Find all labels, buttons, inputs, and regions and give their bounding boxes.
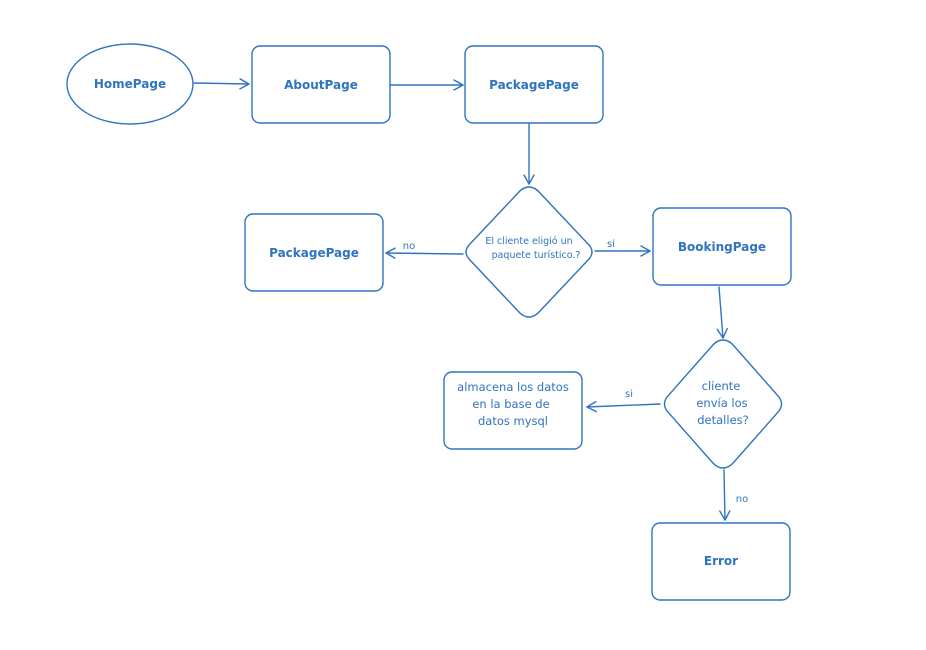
edge-details-si (586, 400, 661, 413)
node-decision-package[interactable]: El cliente eligió un paquete turístico.? (465, 186, 593, 318)
node-store-data[interactable]: almacena los datos en la base de datos m… (443, 371, 583, 450)
edge-details-no (719, 469, 731, 521)
node-bookingpage[interactable]: BookingPage (652, 207, 792, 286)
node-packagepage-left-label: PackagePage (269, 246, 359, 260)
decision-details-line-1: cliente (702, 379, 741, 393)
node-error[interactable]: Error (651, 522, 791, 601)
process-box (251, 45, 391, 124)
edge-label-si-details: si (625, 389, 633, 400)
store-data-line-1: almacena los datos (457, 380, 569, 394)
decision-details-line-2: envía los (696, 396, 747, 410)
node-bookingpage-label: BookingPage (678, 240, 766, 254)
node-decision-details[interactable]: cliente envía los detalles? (663, 339, 783, 469)
edge-label-no-details: no (736, 494, 748, 505)
node-homepage-label: HomePage (94, 77, 166, 91)
decision-package-line-2: paquete turístico.? (492, 250, 581, 261)
node-error-label: Error (704, 554, 738, 568)
edge-booking-to-details (716, 286, 728, 339)
decision-diamond (465, 186, 593, 318)
node-packagepage-top[interactable]: PackagePage (464, 45, 604, 124)
decision-details-line-3: detalles? (697, 413, 749, 427)
process-box (652, 207, 792, 286)
process-box (443, 371, 583, 450)
process-box (651, 522, 791, 601)
edge-decision-no (385, 247, 464, 259)
node-aboutpage-label: AboutPage (284, 78, 358, 92)
process-box (464, 45, 604, 124)
decision-diamond (663, 339, 783, 469)
decision-package-line-1: El cliente eligió un (485, 236, 572, 247)
node-aboutpage[interactable]: AboutPage (251, 45, 391, 124)
edge-home-to-about (193, 78, 250, 90)
terminal-ellipse (66, 43, 194, 125)
process-box (244, 213, 384, 292)
node-packagepage-left[interactable]: PackagePage (244, 213, 384, 292)
store-data-line-3: datos mysql (478, 414, 548, 428)
node-homepage[interactable]: HomePage (66, 43, 194, 125)
edge-label-no: no (403, 241, 415, 252)
node-packagepage-top-label: PackagePage (489, 78, 579, 92)
edge-label-si: si (607, 239, 615, 250)
store-data-line-2: en la base de (472, 397, 549, 411)
